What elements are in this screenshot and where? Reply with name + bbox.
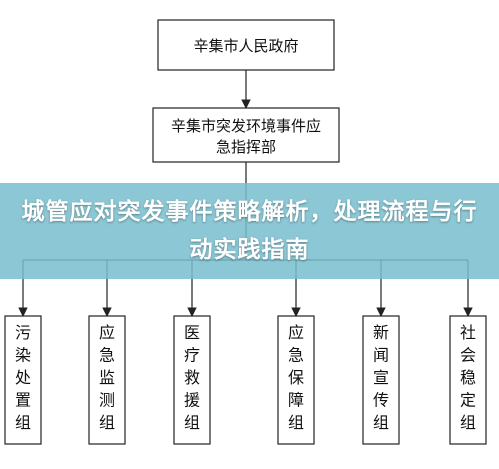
group-label-char: 监 (99, 368, 115, 387)
group-label-char: 新 (373, 323, 389, 342)
group-label-char: 稳 (460, 368, 476, 387)
group-label-char: 急 (99, 346, 115, 365)
banner-title: 城管应对突发事件策略解析，处理流程与行动实践指南 (21, 199, 478, 263)
group-label-char: 组 (288, 413, 304, 432)
group-box-4 (277, 315, 315, 445)
group-box-5 (362, 315, 400, 445)
top-node-label: 辛集市人民政府 (193, 37, 298, 55)
group-label-char: 组 (460, 413, 476, 432)
group-label-char: 染 (15, 346, 31, 365)
group-label-char: 医 (184, 323, 200, 342)
group-label-char: 援 (184, 391, 200, 410)
group-label-char: 传 (373, 391, 389, 410)
title-banner: 城管应对突发事件策略解析，处理流程与行动实践指南 (0, 183, 499, 279)
group-label-char: 定 (460, 391, 476, 410)
group-box-6 (449, 315, 487, 445)
group-label-char: 保 (288, 368, 304, 387)
group-label-char: 会 (460, 346, 476, 365)
group-label-char: 组 (99, 413, 115, 432)
group-label-char: 置 (15, 391, 31, 410)
group-box-1 (4, 315, 42, 445)
group-label-char: 社 (460, 323, 476, 342)
command-node: 辛集市突发环境事件应 急指挥部 (152, 107, 340, 163)
group-label-char: 组 (15, 413, 31, 432)
group-label-char: 处 (15, 368, 31, 387)
group-label-char: 组 (373, 413, 389, 432)
command-node-line-1: 辛集市突发环境事件应 (171, 117, 321, 135)
command-node-line-2: 急指挥部 (216, 138, 276, 156)
group-label-char: 闻 (373, 346, 389, 365)
group-label-char: 应 (99, 323, 115, 342)
group-box-3 (173, 315, 211, 445)
group-label-char: 测 (99, 391, 115, 410)
group-label-char: 急 (288, 346, 304, 365)
group-label-char: 污 (15, 323, 31, 342)
group-box-2 (88, 315, 126, 445)
group-label-char: 组 (184, 413, 200, 432)
top-node: 辛集市人民政府 (157, 19, 335, 71)
group-label-char: 宣 (373, 368, 389, 387)
group-label-char: 救 (184, 368, 200, 387)
group-label-char: 应 (288, 323, 304, 342)
group-label-char: 障 (288, 391, 304, 410)
group-label-char: 疗 (184, 346, 200, 365)
